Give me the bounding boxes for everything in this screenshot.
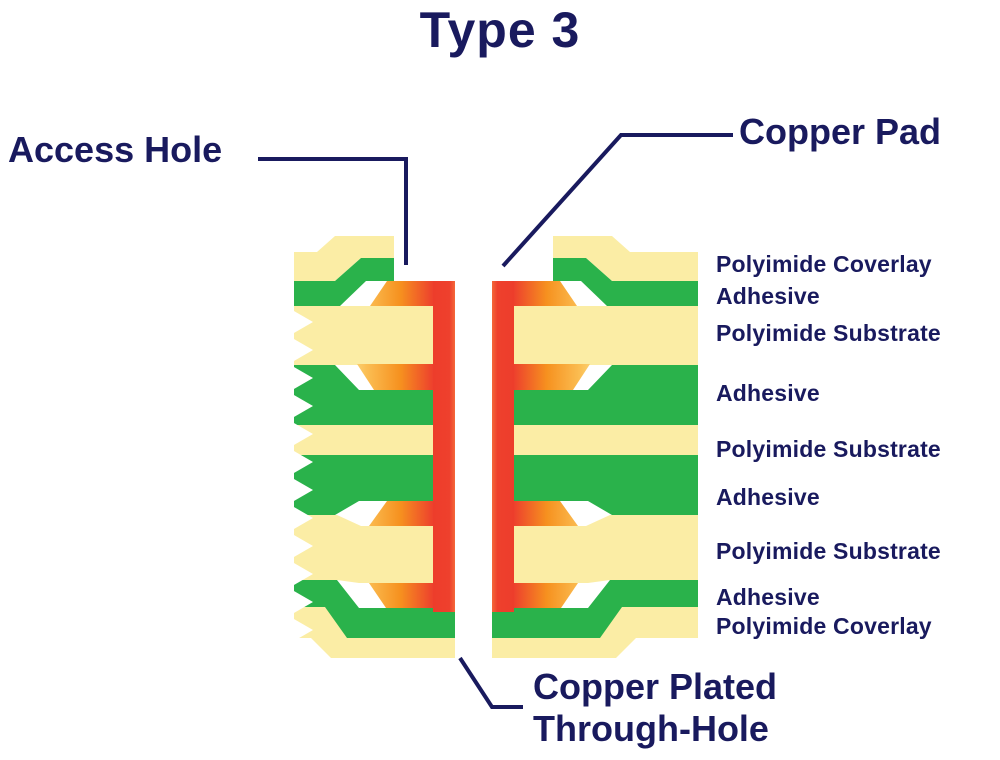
layer-label-adhesive-2: Adhesive xyxy=(716,380,820,406)
diagram-title: Type 3 xyxy=(419,2,581,58)
plated-through-hole-label: Copper Plated Through-Hole xyxy=(533,666,778,750)
copper-pad-leader-line xyxy=(501,133,733,268)
layer-label-substrate-3: Polyimide Substrate xyxy=(716,538,941,564)
copper-pad-label: Copper Pad xyxy=(739,111,942,152)
layer-label-adhesive-1: Adhesive xyxy=(716,283,820,309)
layer-label-substrate-2: Polyimide Substrate xyxy=(716,436,941,462)
layer-label-adhesive-3: Adhesive xyxy=(716,484,820,510)
layer-label-coverlay-bottom: Polyimide Coverlay xyxy=(716,613,932,639)
pcb-left-half xyxy=(294,236,455,658)
access-hole-leader-line xyxy=(258,157,408,265)
access-hole-label: Access Hole xyxy=(8,129,223,170)
plated-hole-leader-line xyxy=(458,656,523,709)
layer-label-coverlay-top: Polyimide Coverlay xyxy=(716,251,932,277)
torn-edge xyxy=(287,307,313,645)
pcb-right-half xyxy=(492,236,698,658)
layer-label-adhesive-4: Adhesive xyxy=(716,584,820,610)
layer-label-substrate-1: Polyimide Substrate xyxy=(716,320,941,346)
